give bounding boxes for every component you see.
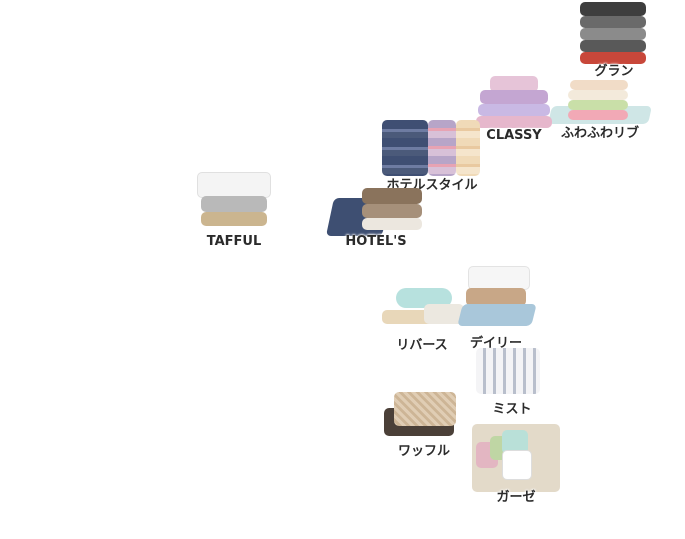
towel-stack-image [568,110,628,120]
product-label: ミスト [492,402,532,417]
towel-stack-image [197,172,271,198]
towel-stack-image [476,348,540,394]
product-hotel-style[interactable]: ホテルスタイル [380,116,482,194]
product-label: TAFFUL [206,234,262,249]
product-gauze[interactable]: ガーゼ [468,420,564,508]
towel-stack-image [478,104,550,116]
product-label: グラン [594,64,634,79]
towel-stack-image [580,2,646,16]
towel-stack-image [362,204,422,218]
product-label: ふわふわリブ [560,126,640,141]
towel-stack-image [580,40,646,52]
product-tafful[interactable]: TAFFUL [195,172,275,252]
towel-stack-image [457,304,537,326]
product-fuwafuwa-rib[interactable]: ふわふわリブ [548,76,655,141]
towel-stack-image [580,28,646,40]
towel-stack-image [362,218,422,230]
product-waffle[interactable]: ワッフル [382,390,464,462]
towel-stack-image [568,90,628,100]
towel-stack-image [580,16,646,28]
product-reverse[interactable]: リバース [380,284,466,356]
product-classy[interactable]: CLASSY [474,76,556,146]
product-label: ガーゼ [496,490,536,505]
towel-stack-image [394,392,456,426]
towel-stack-image [480,90,548,104]
product-label: ワッフル [397,444,451,459]
towel-stack-image [468,266,530,290]
towel-stack-image [382,120,428,176]
product-hotels[interactable]: HOTEL'S [325,186,426,252]
towel-stack-image [428,120,456,176]
product-gran[interactable]: グラン [578,2,650,80]
towel-stack-image [362,188,422,204]
towel-stack-image [580,52,646,64]
product-label: CLASSY [486,128,542,143]
product-label: デイリー [469,336,523,351]
towel-stack-image [466,288,526,306]
product-label: リバース [396,338,448,353]
towel-stack-image [570,80,628,90]
product-daily[interactable]: デイリー [457,266,538,352]
towel-stack-image [456,120,480,176]
towel-stack-image [424,304,464,324]
towel-stack-image [476,116,552,128]
product-label: HOTEL'S [345,234,407,249]
towel-stack-image [502,450,532,480]
towel-stack-image [396,288,452,308]
towel-stack-image [201,196,267,212]
towel-stack-image [568,100,628,110]
towel-stack-image [201,212,267,226]
product-mist[interactable]: ミスト [472,348,544,418]
towel-stack-image [490,76,538,92]
